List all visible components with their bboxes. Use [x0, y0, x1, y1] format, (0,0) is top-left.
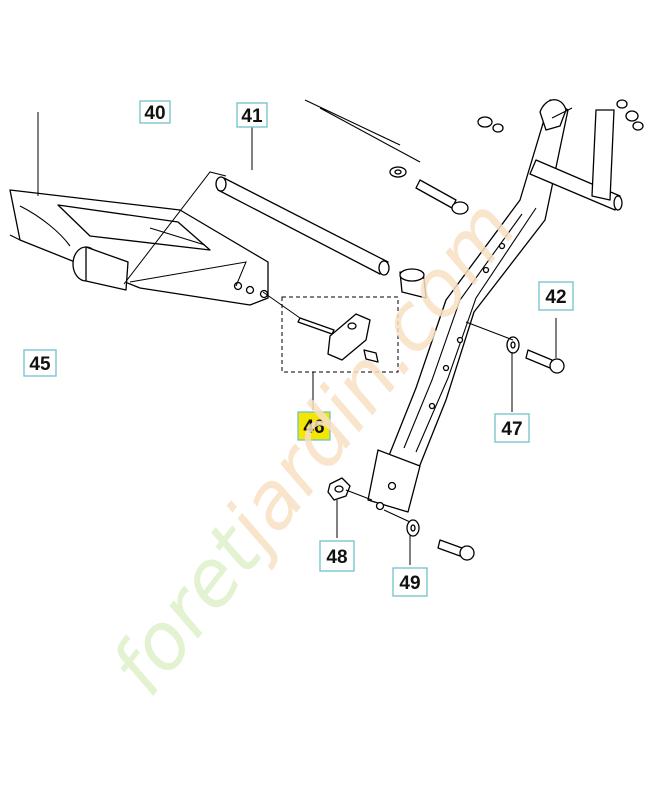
nut-48 — [327, 477, 373, 538]
rod — [215, 176, 390, 276]
callout-49[interactable]: 49 — [392, 567, 428, 597]
callout-41[interactable]: 41 — [236, 102, 268, 128]
frame-arm — [9, 189, 269, 306]
callout-label: 41 — [241, 106, 263, 127]
callout-label: 40 — [144, 103, 165, 124]
callout-label: 48 — [326, 547, 347, 568]
part-46-group — [281, 296, 399, 410]
callout-46[interactable]: 46 — [297, 411, 331, 441]
bolt-42 — [465, 318, 565, 412]
leaders — [37, 112, 301, 319]
top-hardware — [389, 99, 644, 215]
bolt-49 — [383, 509, 475, 565]
bushing — [399, 268, 427, 299]
callout-label: 45 — [29, 354, 51, 375]
watermark-rest: jardin.com — [203, 184, 534, 572]
cable-line — [304, 99, 421, 163]
callout-45[interactable]: 45 — [23, 349, 57, 377]
handle-bar — [367, 99, 623, 513]
callout-label: 46 — [303, 417, 324, 438]
callout-label: 49 — [399, 573, 420, 594]
callout-label: 42 — [545, 287, 566, 308]
callout-label: 47 — [501, 419, 522, 440]
callout-47[interactable]: 47 — [494, 413, 530, 443]
callout-40[interactable]: 40 — [139, 100, 171, 124]
callout-42[interactable]: 42 — [538, 281, 574, 311]
callout-48[interactable]: 48 — [319, 540, 355, 572]
